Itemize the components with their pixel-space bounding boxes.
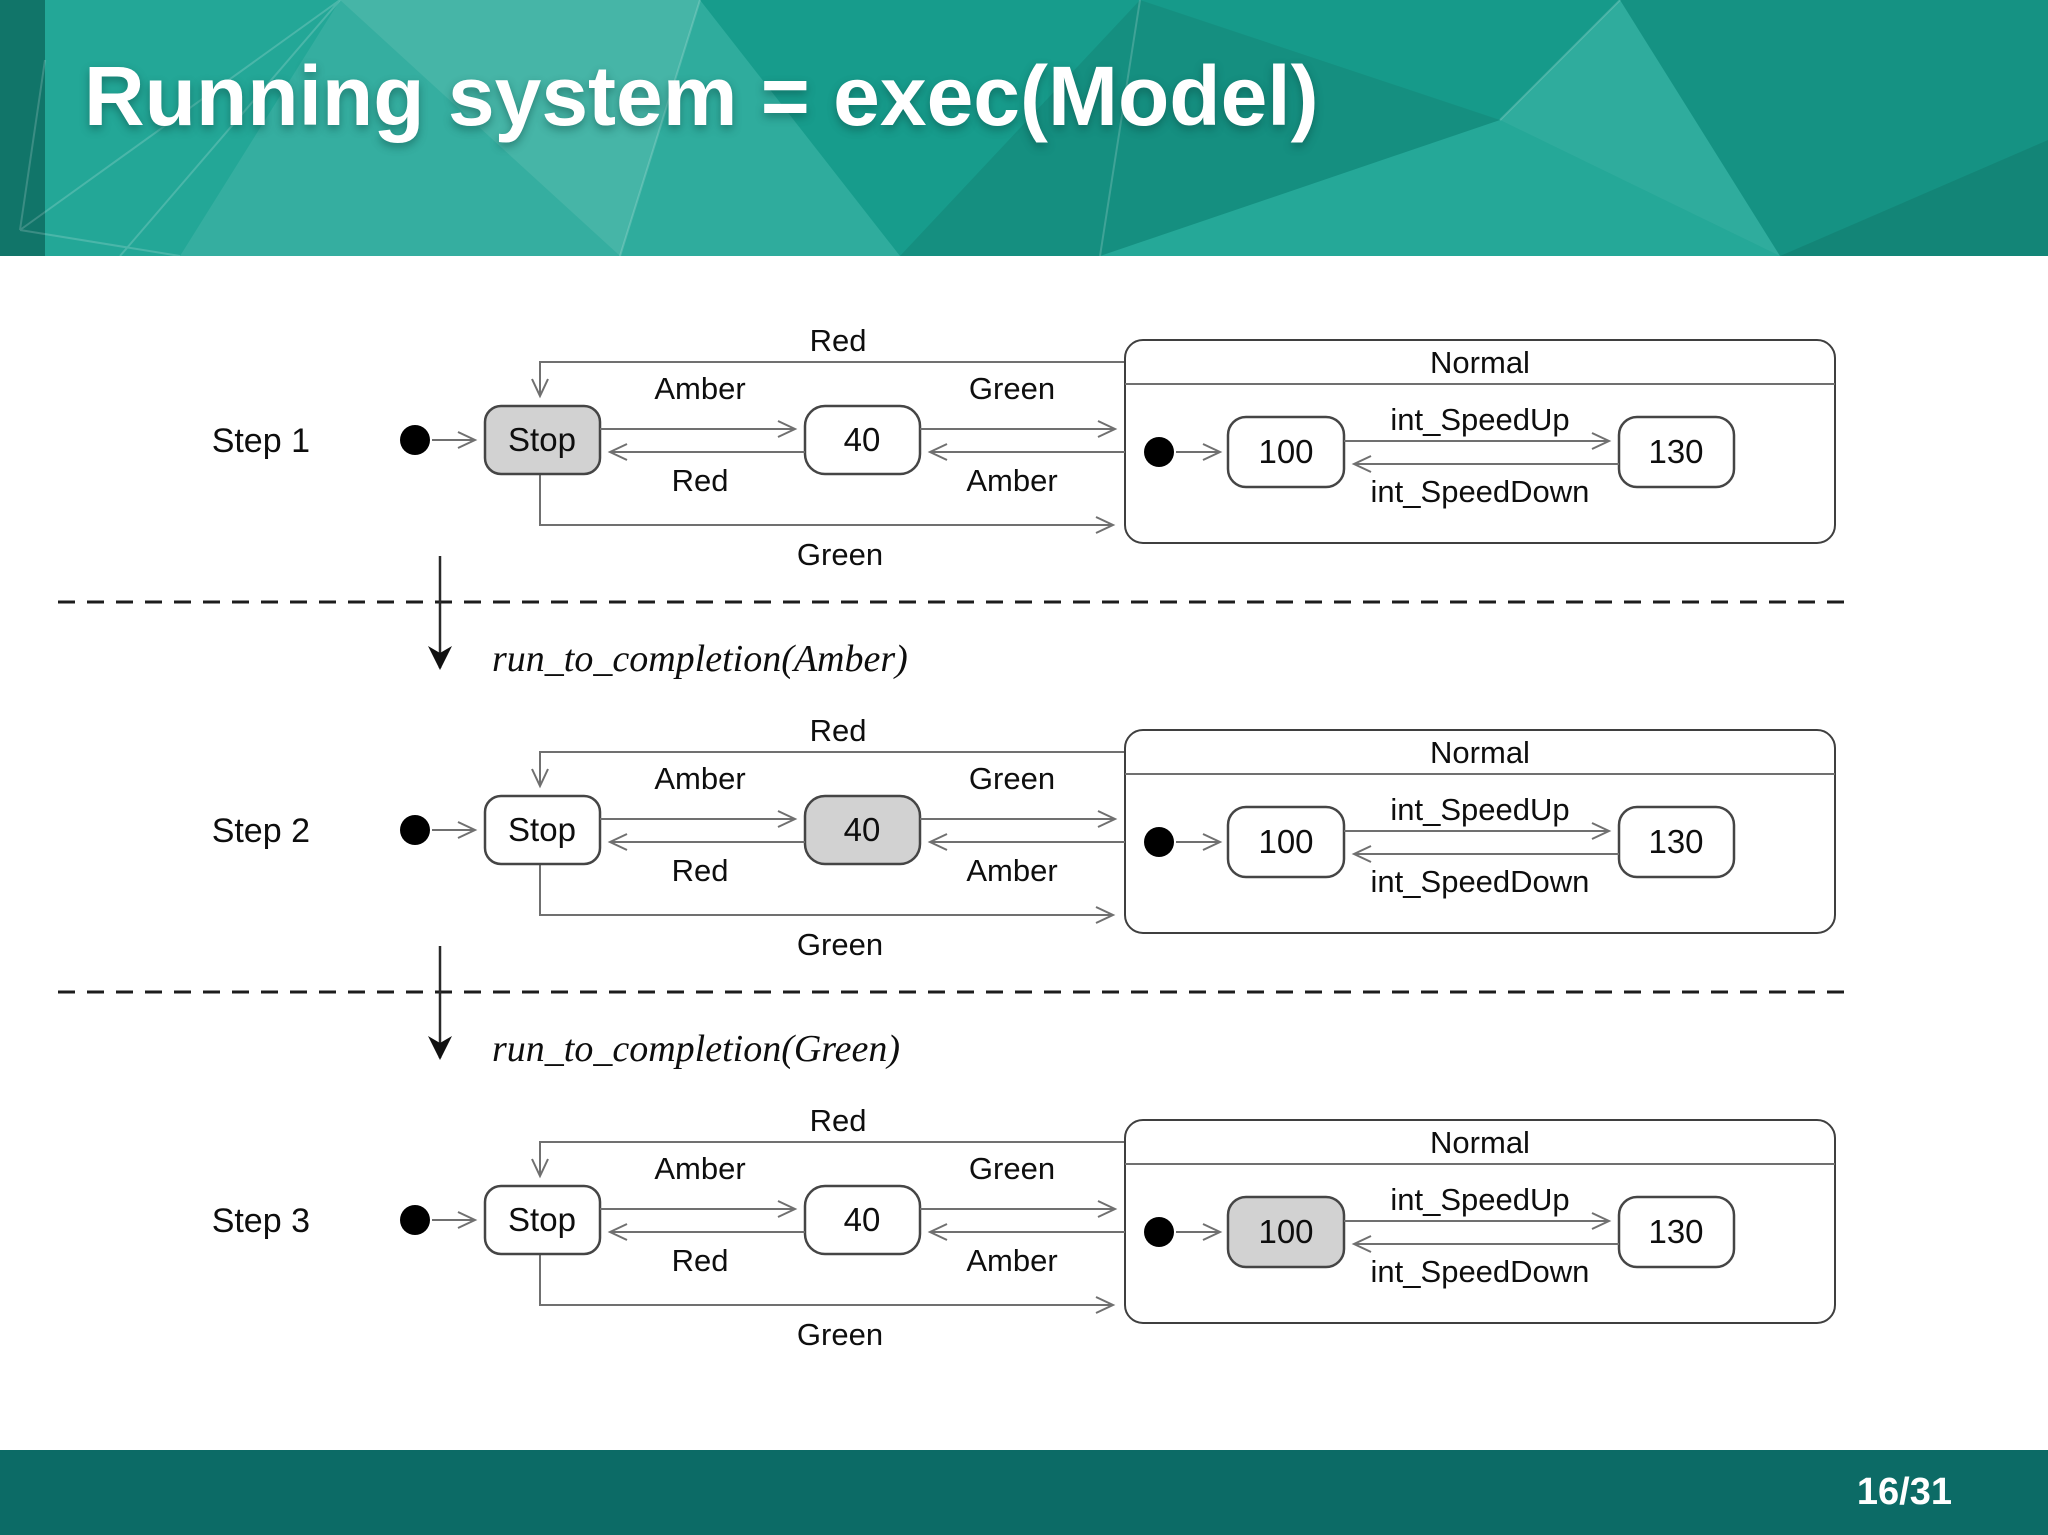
transition-red-loop bbox=[531, 361, 1125, 399]
state-stop-label: Stop bbox=[508, 1201, 576, 1238]
step-3-label: Step 3 bbox=[212, 1202, 310, 1240]
event-green: Green bbox=[969, 1151, 1055, 1186]
event-amber-return: Amber bbox=[966, 463, 1057, 498]
state-stop bbox=[483, 404, 602, 476]
event-speedup: int_SpeedUp bbox=[1390, 402, 1569, 437]
normal-state-title: Normal bbox=[1430, 1125, 1530, 1160]
page-number: 16/31 bbox=[1856, 1471, 1952, 1513]
inner-initial-state-dot bbox=[1144, 827, 1174, 857]
event-speeddown: int_SpeedDown bbox=[1371, 864, 1590, 899]
event-speeddown: int_SpeedDown bbox=[1371, 474, 1590, 509]
state-130 bbox=[1617, 805, 1736, 879]
event-green: Green bbox=[969, 761, 1055, 796]
state-stop-label: Stop bbox=[508, 811, 576, 848]
event-green: Green bbox=[969, 371, 1055, 406]
slide-footer: 16/31 bbox=[0, 1450, 2048, 1535]
state-100-label: 100 bbox=[1258, 823, 1313, 860]
state-100 bbox=[1226, 805, 1346, 879]
run-to-completion-green-label: run_to_completion(Green) bbox=[492, 1028, 900, 1070]
event-red: Red bbox=[672, 1243, 729, 1278]
initial-state-dot bbox=[400, 1205, 430, 1235]
state-40-label: 40 bbox=[844, 1201, 881, 1238]
step-2-label: Step 2 bbox=[212, 812, 310, 850]
state-40-label: 40 bbox=[844, 811, 881, 848]
step-2-diagram: Step 2 Red Green Normal Stop 40 Amber Re… bbox=[212, 713, 1836, 962]
state-100 bbox=[1226, 1195, 1346, 1269]
transition-red-loop bbox=[531, 1141, 1125, 1179]
state-130 bbox=[1617, 415, 1736, 489]
event-green-bottom: Green bbox=[797, 927, 883, 962]
event-speeddown: int_SpeedDown bbox=[1371, 1254, 1590, 1289]
state-100 bbox=[1226, 415, 1346, 489]
event-red-top: Red bbox=[810, 1103, 867, 1138]
event-red-top: Red bbox=[810, 323, 867, 358]
event-amber-return: Amber bbox=[966, 1243, 1057, 1278]
event-amber-return: Amber bbox=[966, 853, 1057, 888]
state-130-label: 130 bbox=[1648, 1213, 1703, 1250]
normal-state-title: Normal bbox=[1430, 345, 1530, 380]
normal-state-title: Normal bbox=[1430, 735, 1530, 770]
transition-red-loop bbox=[531, 751, 1125, 789]
event-speedup: int_SpeedUp bbox=[1390, 1182, 1569, 1217]
header-lowpoly-background bbox=[0, 0, 2048, 256]
event-amber: Amber bbox=[654, 371, 745, 406]
state-130 bbox=[1617, 1195, 1736, 1269]
slide-header: Running system = exec(Model) bbox=[0, 0, 2048, 256]
state-40 bbox=[803, 794, 922, 866]
state-130-label: 130 bbox=[1648, 823, 1703, 860]
state-stop-label: Stop bbox=[508, 421, 576, 458]
state-stop bbox=[483, 1184, 602, 1256]
initial-state-dot bbox=[400, 815, 430, 845]
transition-green-loop bbox=[539, 1254, 1116, 1314]
state-40-label: 40 bbox=[844, 421, 881, 458]
event-green-bottom: Green bbox=[797, 537, 883, 572]
step-1-diagram: Step 1 Red Green Normal Stop 40 Amber Re… bbox=[212, 323, 1836, 572]
slide-title: Running system = exec(Model) bbox=[84, 49, 1319, 143]
state-40 bbox=[803, 404, 922, 476]
state-40 bbox=[803, 1184, 922, 1256]
step-1-label: Step 1 bbox=[212, 422, 310, 460]
state-stop bbox=[483, 794, 602, 866]
run-to-completion-amber-label: run_to_completion(Amber) bbox=[492, 638, 908, 680]
event-amber: Amber bbox=[654, 761, 745, 796]
event-speedup: int_SpeedUp bbox=[1390, 792, 1569, 827]
transition-green-loop bbox=[539, 474, 1116, 534]
step-3-diagram: Step 3 Red Green Normal Stop 40 Amber Re… bbox=[212, 1103, 1836, 1352]
event-green-bottom: Green bbox=[797, 1317, 883, 1352]
transition-green-loop bbox=[539, 864, 1116, 924]
event-red-top: Red bbox=[810, 713, 867, 748]
inner-initial-state-dot bbox=[1144, 1217, 1174, 1247]
initial-state-dot bbox=[400, 425, 430, 455]
event-amber: Amber bbox=[654, 1151, 745, 1186]
event-red: Red bbox=[672, 463, 729, 498]
state-130-label: 130 bbox=[1648, 433, 1703, 470]
event-red: Red bbox=[672, 853, 729, 888]
inner-initial-state-dot bbox=[1144, 437, 1174, 467]
state-100-label: 100 bbox=[1258, 1213, 1313, 1250]
state-100-label: 100 bbox=[1258, 433, 1313, 470]
